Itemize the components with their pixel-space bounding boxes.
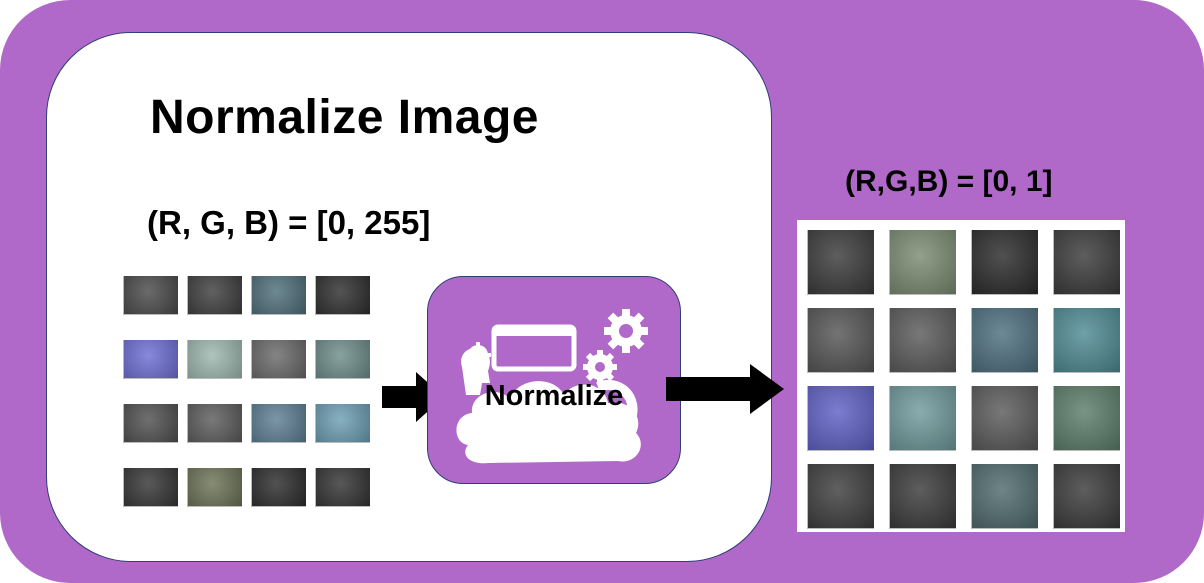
image-thumbnail	[807, 464, 874, 529]
image-thumbnail	[123, 340, 178, 379]
output-range-label: (R,G,B) = [0, 1]	[845, 165, 1053, 198]
image-thumbnail	[1053, 464, 1120, 529]
image-thumbnail	[315, 340, 370, 379]
output-image-grid	[797, 220, 1125, 532]
normalize-process-box: Normalize	[427, 276, 681, 484]
image-thumbnail	[251, 468, 306, 507]
image-thumbnail	[1053, 386, 1120, 451]
image-thumbnail	[807, 230, 874, 295]
image-thumbnail	[187, 468, 242, 507]
image-thumbnail	[807, 386, 874, 451]
process-label: Normalize	[484, 380, 624, 412]
image-thumbnail	[251, 276, 306, 315]
image-thumbnail	[889, 230, 956, 295]
image-thumbnail	[187, 404, 242, 443]
image-thumbnail	[889, 386, 956, 451]
image-thumbnail	[123, 468, 178, 507]
image-thumbnail	[123, 404, 178, 443]
page-title: Normalize Image	[150, 91, 539, 144]
image-thumbnail	[889, 464, 956, 529]
image-thumbnail	[889, 308, 956, 373]
gears-cloud-icon	[456, 309, 648, 464]
image-thumbnail	[251, 404, 306, 443]
image-thumbnail	[251, 340, 306, 379]
arrow-right-icon	[666, 364, 784, 414]
image-thumbnail	[971, 308, 1038, 373]
image-thumbnail	[123, 276, 178, 315]
image-thumbnail	[187, 340, 242, 379]
image-thumbnail	[971, 230, 1038, 295]
image-thumbnail	[315, 276, 370, 315]
input-range-label: (R, G, B) = [0, 255]	[147, 204, 431, 241]
image-thumbnail	[187, 276, 242, 315]
image-thumbnail	[1053, 230, 1120, 295]
image-thumbnail	[971, 464, 1038, 529]
image-thumbnail	[1053, 308, 1120, 373]
image-thumbnail	[315, 404, 370, 443]
image-thumbnail	[315, 468, 370, 507]
input-image-grid	[117, 272, 375, 510]
image-thumbnail	[971, 386, 1038, 451]
image-thumbnail	[807, 308, 874, 373]
